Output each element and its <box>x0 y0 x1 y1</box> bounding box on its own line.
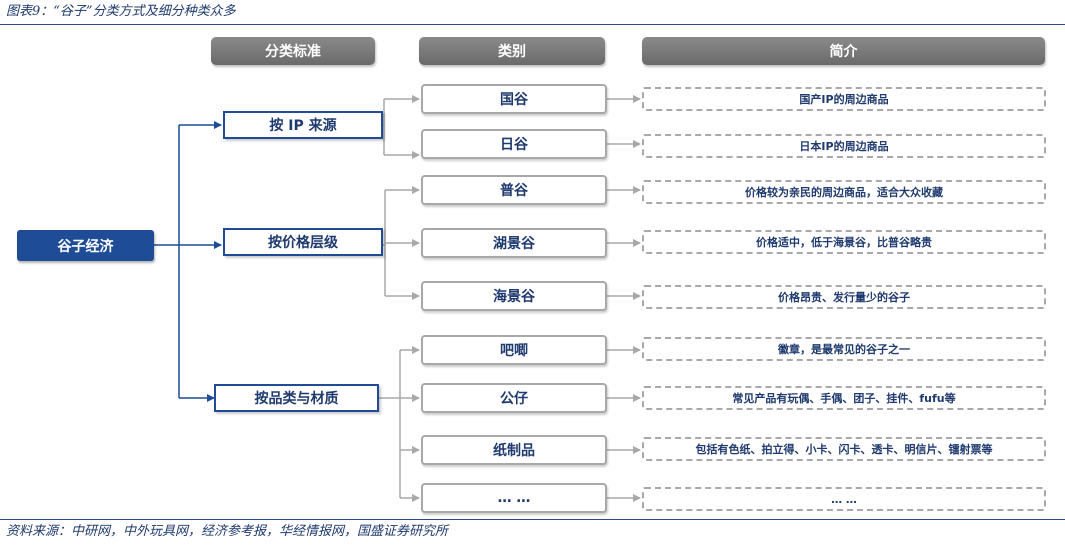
standard-price-tier: 按价格层级 <box>223 228 383 256</box>
class-node: 普谷 <box>421 175 607 205</box>
intro-node: 国产IP的周边商品 <box>642 87 1046 111</box>
bottom-rule <box>0 519 1065 520</box>
header-intro: 简介 <box>642 37 1045 65</box>
intro-node: 包括有色纸、拍立得、小卡、闪卡、透卡、明信片、镭射票等 <box>642 437 1046 461</box>
intro-node: 价格适中，低于海景谷，比普谷略贵 <box>642 230 1046 254</box>
intro-node: 徽章，是最常见的谷子之一 <box>642 337 1046 361</box>
intro-node: … … <box>642 487 1046 511</box>
header-standard: 分类标准 <box>211 37 375 65</box>
source-note: 资料来源：中研网，中外玩具网，经济参考报，华经情报网，国盛证券研究所 <box>6 524 449 539</box>
standard-ip-source: 按 IP 来源 <box>223 111 383 139</box>
figure-caption: 图表9：“谷子”分类方式及细分种类众多 <box>6 4 236 19</box>
intro-node: 常见产品有玩偶、手偶、团子、挂件、fufu等 <box>642 386 1046 410</box>
class-node: 纸制品 <box>421 435 607 465</box>
intro-node: 价格昂贵、发行量少的谷子 <box>642 285 1046 309</box>
class-node: 公仔 <box>421 383 607 413</box>
root-node: 谷子经济 <box>17 230 154 261</box>
root-connectors <box>154 121 222 402</box>
class-node: … … <box>421 483 607 513</box>
category-connectors <box>379 95 420 502</box>
intro-node: 日本IP的周边商品 <box>642 134 1046 158</box>
intro-connectors <box>607 95 641 502</box>
header-category: 类别 <box>419 37 605 65</box>
class-node: 吧唧 <box>421 335 607 365</box>
class-node: 湖景谷 <box>421 228 607 258</box>
class-node: 国谷 <box>421 84 607 114</box>
intro-node: 价格较为亲民的周边商品，适合大众收藏 <box>642 180 1046 204</box>
class-node: 日谷 <box>421 129 607 159</box>
standard-type-material: 按品类与材质 <box>214 384 379 412</box>
top-rule <box>0 24 1065 25</box>
class-node: 海景谷 <box>421 281 607 311</box>
